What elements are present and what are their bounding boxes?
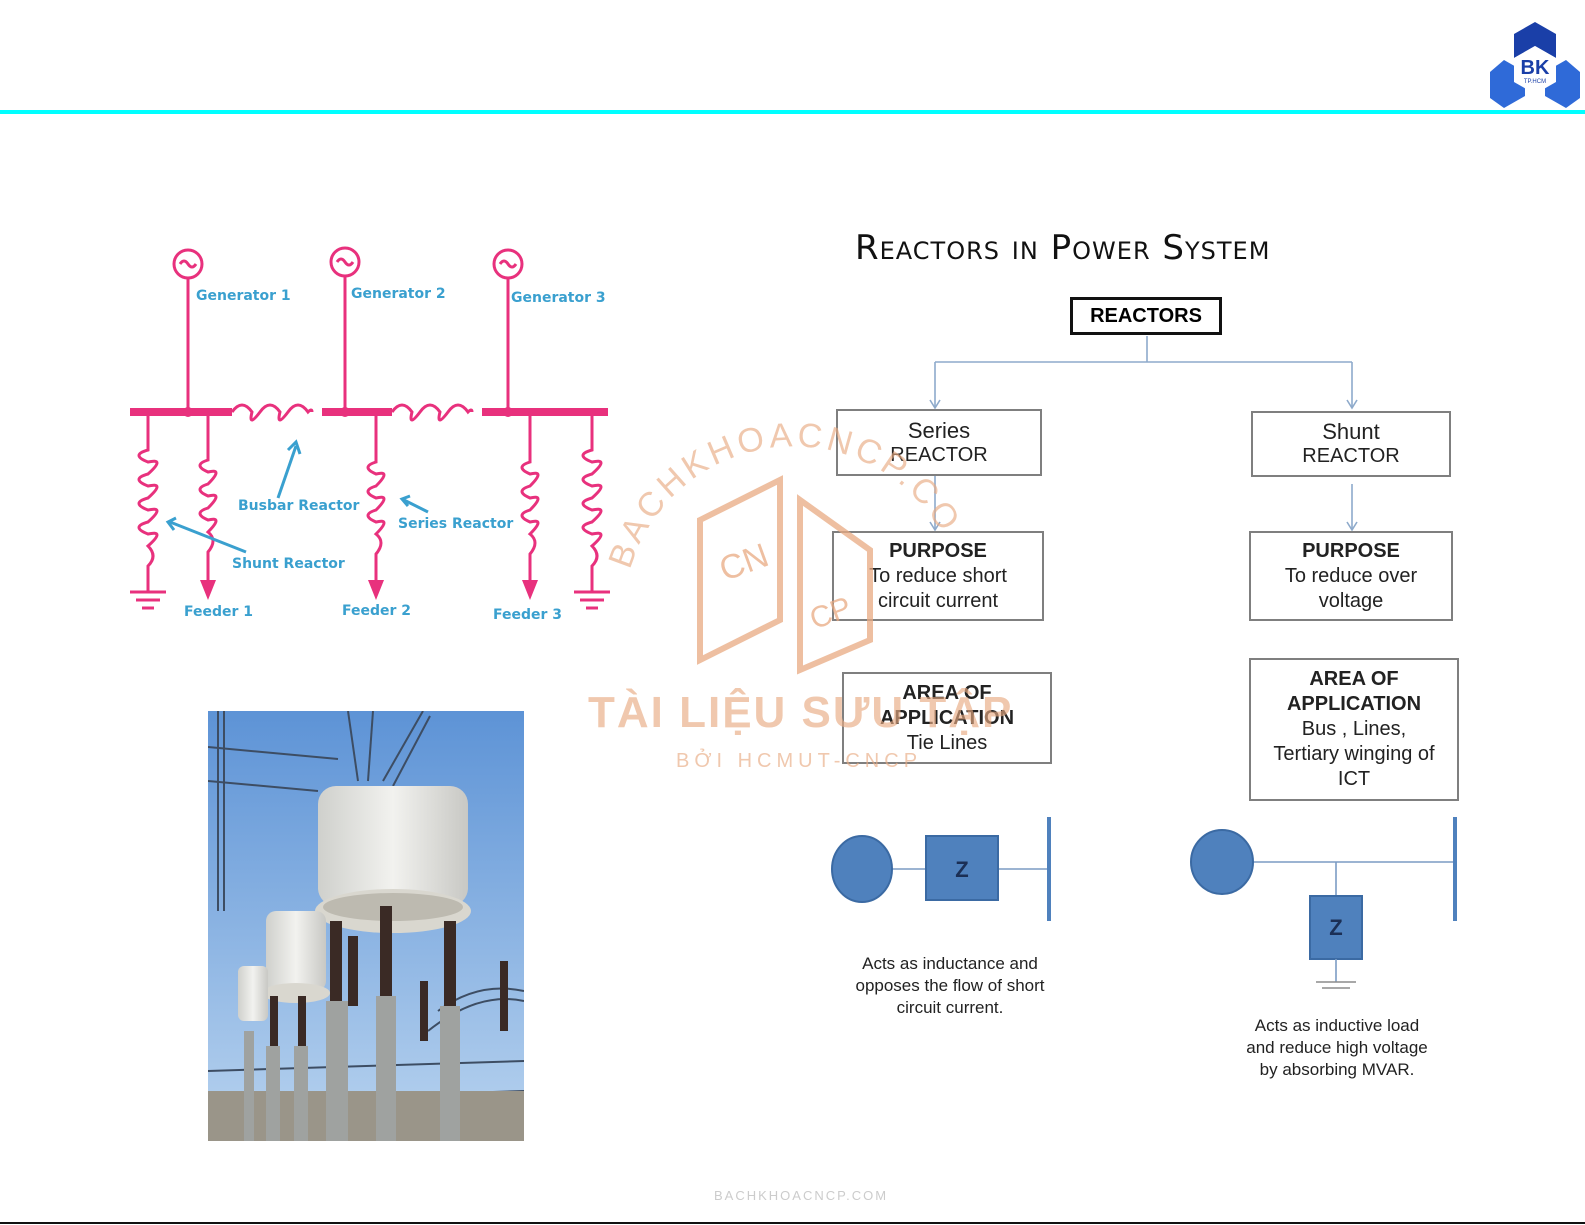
watermark-subtitle: BỞI HCMUT-CNCP (676, 750, 923, 772)
header-divider (0, 110, 1585, 114)
series-area-line1: Tie Lines (906, 731, 988, 754)
shunt-caption-line1: Acts as inductive load (1254, 1016, 1420, 1035)
generator-2-symbol (329, 246, 361, 278)
shunt-z-label: Z (1329, 915, 1342, 940)
shunt-reactor-box: Shunt REACTOR (1251, 411, 1451, 477)
shunt-label-arrow (169, 520, 247, 554)
busbar-reactor-2 (390, 403, 474, 422)
watermark-cp: CP (805, 591, 855, 636)
series-area-title-line1: AREA OF (902, 681, 992, 704)
shunt-purpose-box: PURPOSE To reduce over voltage (1249, 531, 1453, 621)
shunt-caption: Acts as inductive load and reduce high v… (1222, 1015, 1452, 1081)
reactor-photo (208, 711, 524, 1141)
series-purpose-line1: To reduce short (869, 564, 1007, 587)
busbar-reactor-label: Busbar Reactor (238, 498, 360, 514)
shunt-heading-line1: Shunt (1322, 419, 1380, 444)
series-purpose-line2: circuit current (877, 589, 999, 612)
feeder-1-arrow (200, 580, 216, 600)
generator-1-label: Generator 1 (196, 288, 291, 304)
svg-text:BK: BK (1521, 57, 1550, 79)
bk-logo-icon: BK TP.HCM (1490, 22, 1580, 108)
series-area-box: AREA OF APPLICATION Tie Lines (842, 672, 1052, 764)
shunt-caption-line3: by absorbing MVAR. (1259, 1060, 1415, 1079)
shunt-area-line3: ICT (1337, 768, 1371, 790)
shunt-heading-line2: REACTOR (1302, 445, 1400, 467)
shunt-reactor-schematic: Z (1190, 817, 1457, 989)
page-title: Reactors in Power System (855, 228, 1271, 268)
shunt-area-line1: Bus , Lines, (1301, 718, 1407, 740)
series-reactor-schematic: Z (831, 817, 1051, 921)
series-caption-line3: circuit current. (896, 998, 1004, 1017)
busbar-reactor-1 (230, 403, 314, 422)
series-caption-line2: opposes the flow of short (855, 976, 1045, 995)
watermark-footer: BACHKHOACNCP.COM (714, 1188, 889, 1203)
generator-3-label: Generator 3 (511, 290, 606, 306)
feeder-1-label: Feeder 1 (184, 604, 253, 620)
shunt-area-title-line2: APPLICATION (1286, 693, 1422, 715)
generator-2-label: Generator 2 (351, 286, 446, 302)
feeder-3-reactor (520, 416, 540, 580)
feeder-1-reactor (198, 416, 218, 580)
series-heading-line1: Series (907, 417, 971, 443)
series-caption: Acts as inductance and opposes the flow … (830, 953, 1070, 1019)
series-z-label: Z (955, 857, 968, 882)
shunt-caption-line2: and reduce high voltage (1246, 1038, 1428, 1057)
series-label-arrow (403, 498, 429, 514)
watermark-cn: CN (714, 536, 773, 589)
shunt-purpose-line1: To reduce over (1284, 564, 1418, 587)
generator-3-symbol (492, 248, 524, 280)
feeder-3-label: Feeder 3 (493, 607, 562, 623)
series-heading-line2: REACTOR (890, 443, 988, 466)
series-caption-line1: Acts as inductance and (862, 954, 1038, 973)
shunt-area-title-line1: AREA OF (1309, 668, 1399, 690)
feeder-2-arrow (368, 580, 384, 600)
bk-logo: BK TP.HCM (1490, 20, 1580, 110)
shunt-purpose-line2: voltage (1318, 589, 1384, 612)
series-area-title-line2: APPLICATION (879, 706, 1015, 729)
shunt-area-box: AREA OF APPLICATION Bus , Lines, Tertiar… (1249, 658, 1459, 801)
feeder-2-label: Feeder 2 (342, 603, 411, 619)
feeder-2-reactor (366, 416, 386, 580)
reactor-circuit-diagram: Generator 1 Generator 2 Generator 3 Busb… (130, 246, 610, 623)
shunt-purpose-title: PURPOSE (1302, 539, 1400, 562)
shunt-reactor-left (137, 416, 159, 592)
shunt-reactor-label: Shunt Reactor (232, 556, 345, 572)
busbar-label-arrow (276, 445, 298, 499)
watermark-title: TÀI LIỆU SƯU TẬP (588, 688, 1014, 737)
footer-divider (0, 1222, 1585, 1224)
series-reactor-box: Series REACTOR (836, 409, 1042, 476)
watermark-logo: BACHKHOACNCP.COM CN CP (590, 400, 965, 675)
shunt-reactor-right (581, 416, 603, 592)
feeder-3-arrow (522, 580, 538, 600)
series-reactor-label: Series Reactor (398, 516, 513, 532)
generator-1-symbol (172, 248, 204, 280)
series-purpose-title: PURPOSE (889, 539, 987, 562)
svg-text:TP.HCM: TP.HCM (1524, 79, 1546, 85)
reactors-root-box: REACTORS (1070, 297, 1222, 335)
shunt-area-line2: Tertiary winging of (1273, 743, 1435, 765)
